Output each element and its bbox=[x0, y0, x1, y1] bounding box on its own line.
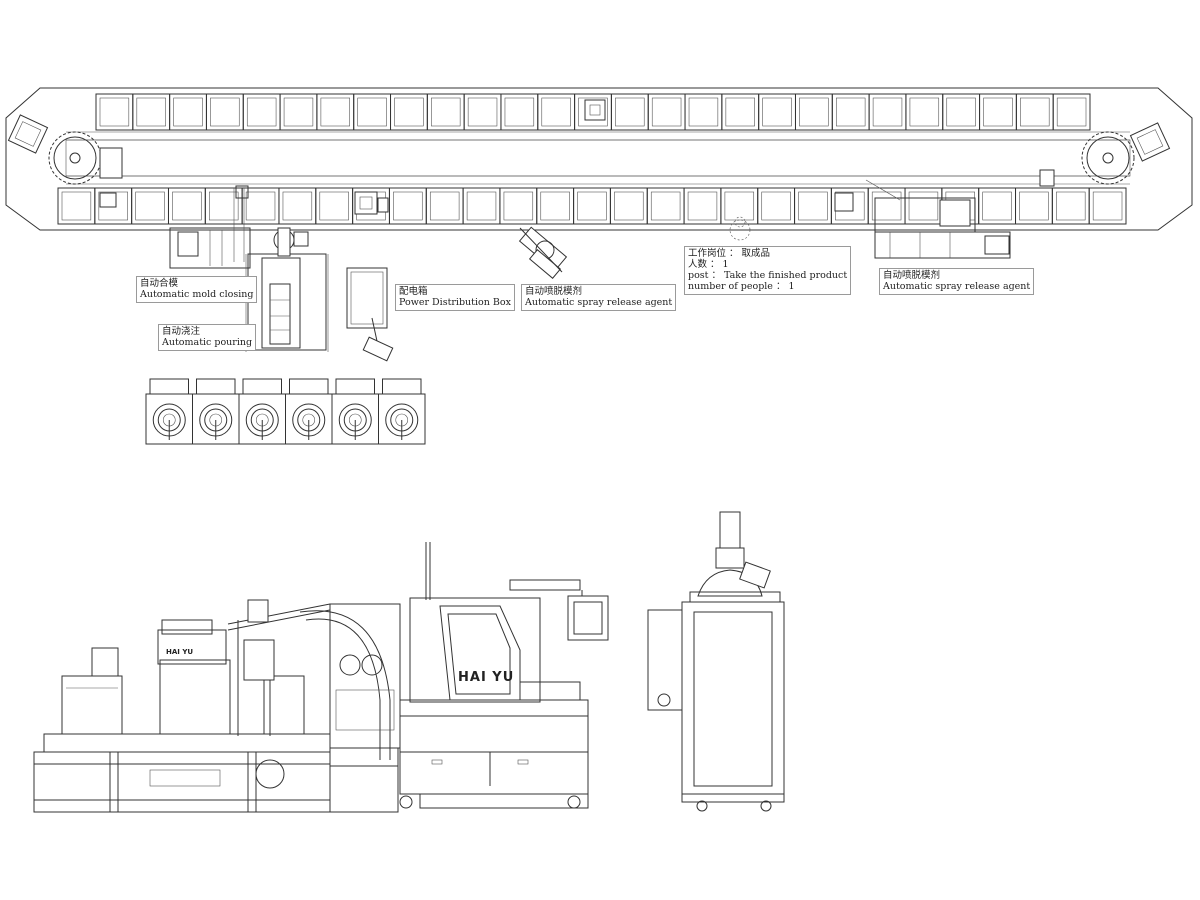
mold-cell bbox=[609, 187, 648, 225]
label-work-post-line3: post ： Take the finished product bbox=[688, 270, 848, 281]
tank-row bbox=[145, 378, 426, 445]
mold-cell bbox=[462, 187, 501, 225]
tank bbox=[238, 378, 286, 445]
top-mold-clamp bbox=[584, 99, 606, 121]
label-work-post-line4: number of people ： 1 bbox=[688, 281, 795, 292]
label-spray-2-en: Automatic spray release agent bbox=[883, 281, 1031, 292]
label-work-post-line2: 人数 ： 1 bbox=[688, 259, 729, 270]
mold-cell bbox=[499, 187, 538, 225]
label-power-box: 配电箱 Power Distribution Box bbox=[395, 284, 515, 311]
right-sprocket bbox=[1081, 131, 1135, 185]
mold-cell bbox=[758, 93, 796, 131]
label-spray-2: 自动喷脱模剂 Automatic spray release agent bbox=[879, 268, 1035, 295]
mold-cell bbox=[353, 93, 392, 131]
mold-cell bbox=[425, 187, 464, 225]
power-distribution-box bbox=[346, 267, 394, 362]
mold-cell bbox=[131, 187, 169, 225]
mold-cell bbox=[683, 187, 722, 225]
label-spray-1: 自动喷脱模剂 Automatic spray release agent bbox=[521, 284, 677, 311]
mold-cell bbox=[388, 187, 427, 225]
label-spray-1-cn: 自动喷脱模剂 bbox=[525, 286, 583, 297]
pouring-station bbox=[245, 227, 329, 352]
mold-cell bbox=[315, 187, 354, 225]
mold-closing-station bbox=[169, 185, 251, 269]
mold-cell bbox=[978, 187, 1017, 225]
mold-cell bbox=[500, 93, 539, 131]
label-pouring: 自动浇注 Automatic pouring bbox=[158, 324, 257, 351]
mold-cell bbox=[132, 93, 171, 131]
mold-cell bbox=[169, 93, 207, 131]
tank bbox=[331, 378, 379, 445]
mold-cell bbox=[905, 93, 944, 131]
right-end-motor bbox=[1129, 122, 1171, 162]
spray-robot-1 bbox=[518, 226, 568, 279]
mold-cell bbox=[684, 93, 723, 131]
mold-cell bbox=[390, 93, 428, 131]
mold-cell bbox=[610, 93, 649, 131]
feeder-logo: HAI YU bbox=[166, 648, 194, 656]
mold-cell bbox=[794, 187, 832, 225]
mold-cell bbox=[537, 93, 576, 131]
mold-cell bbox=[904, 187, 943, 225]
tank bbox=[285, 378, 333, 445]
spray-station-2 bbox=[865, 179, 1011, 259]
label-mold-closing-cn: 自动合模 bbox=[140, 278, 179, 289]
mold-cell bbox=[1052, 93, 1091, 131]
conveyor-frame bbox=[5, 87, 1193, 231]
label-work-post-line1: 工作岗位 ： 取成品 bbox=[688, 248, 771, 259]
tank bbox=[192, 378, 240, 445]
mold-cell bbox=[205, 93, 244, 131]
tank bbox=[145, 378, 193, 445]
label-spray-2-cn: 自动喷脱模剂 bbox=[883, 270, 941, 281]
mold-cell bbox=[536, 187, 575, 225]
mold-cell bbox=[573, 187, 611, 225]
mold-cell bbox=[867, 187, 906, 225]
label-work-post: 工作岗位 ： 取成品 人数 ： 1 post ： Take the finish… bbox=[684, 246, 852, 295]
label-power-box-en: Power Distribution Box bbox=[399, 297, 511, 308]
mold-cell bbox=[1051, 187, 1090, 225]
main-molding-machine bbox=[399, 542, 609, 809]
label-pouring-en: Automatic pouring bbox=[162, 337, 253, 348]
mold-cell bbox=[647, 93, 686, 131]
mold-cell bbox=[1088, 187, 1127, 225]
label-spray-1-en: Automatic spray release agent bbox=[525, 297, 673, 308]
mold-cell bbox=[794, 93, 833, 131]
mold-cell bbox=[1015, 187, 1053, 225]
mold-cell bbox=[57, 187, 96, 225]
label-mold-closing-en: Automatic mold closing bbox=[140, 289, 254, 300]
mold-cell bbox=[95, 93, 134, 131]
mold-cell bbox=[831, 93, 870, 131]
mold-cell bbox=[242, 93, 281, 131]
mold-cell bbox=[463, 93, 502, 131]
mold-cell bbox=[979, 93, 1017, 131]
side-elevation-frame bbox=[33, 599, 401, 813]
label-power-box-cn: 配电箱 bbox=[399, 286, 428, 297]
operator-post bbox=[729, 216, 751, 241]
label-mold-closing: 自动合模 Automatic mold closing bbox=[136, 276, 258, 303]
mold-cell bbox=[316, 93, 355, 131]
tank bbox=[378, 378, 426, 445]
mold-cell bbox=[868, 93, 907, 131]
mold-cell bbox=[204, 187, 243, 225]
mold-cell bbox=[646, 187, 685, 225]
top-row-molds bbox=[95, 93, 1091, 131]
mold-cell bbox=[720, 187, 759, 225]
mold-cell bbox=[167, 187, 206, 225]
mold-cell bbox=[278, 187, 317, 225]
bottom-mold-clamp-2 bbox=[834, 192, 854, 212]
mold-cell bbox=[1015, 93, 1054, 131]
main-machine-logo: HAI YU bbox=[458, 670, 515, 685]
left-end-motor bbox=[7, 114, 49, 154]
label-pouring-cn: 自动浇注 bbox=[162, 326, 201, 337]
mold-cell bbox=[426, 93, 465, 131]
mixer-cabinet bbox=[647, 511, 785, 812]
mold-cell bbox=[721, 93, 760, 131]
mold-cell bbox=[942, 93, 981, 131]
bottom-mold-clamp-1 bbox=[354, 191, 378, 215]
mold-cell bbox=[279, 93, 318, 131]
mold-cell bbox=[757, 187, 796, 225]
